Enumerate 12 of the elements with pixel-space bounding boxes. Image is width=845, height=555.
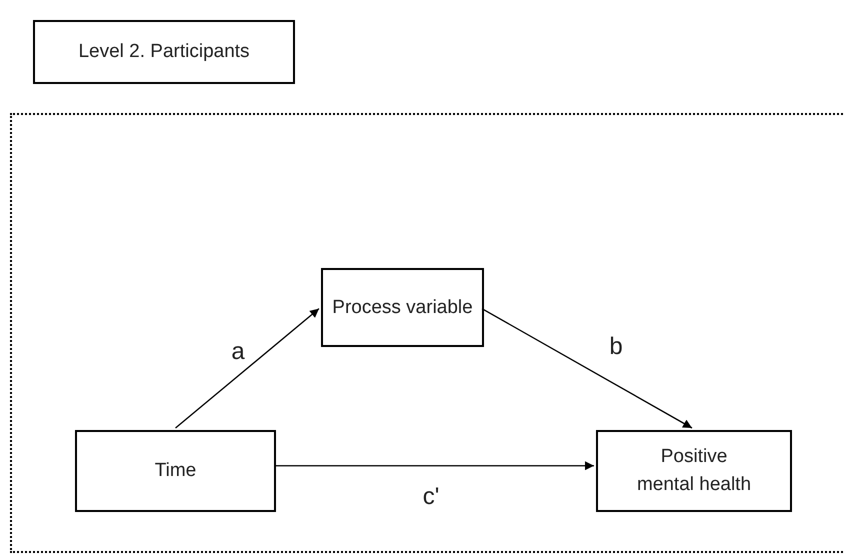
node-label: Process variable <box>331 296 474 320</box>
process-box <box>596 430 792 512</box>
node-label: Positive mental health <box>636 445 752 497</box>
arrow <box>175 308 320 428</box>
process-box <box>33 20 295 84</box>
node-label: Time <box>154 459 198 483</box>
process-box <box>75 430 276 512</box>
process-box <box>321 268 484 347</box>
arrow <box>482 308 692 429</box>
group-frame <box>10 113 845 553</box>
node-label: Level 2. Participants <box>77 40 251 64</box>
arrow <box>274 461 594 470</box>
